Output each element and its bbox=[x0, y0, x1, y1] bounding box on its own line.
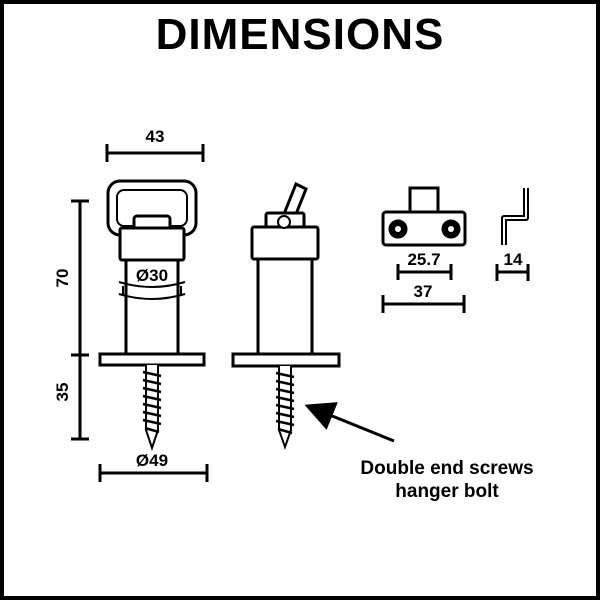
neck-body bbox=[124, 260, 180, 354]
label-base-diameter: Ø49 bbox=[136, 451, 168, 470]
base-flange bbox=[98, 352, 206, 367]
side-body bbox=[256, 259, 314, 354]
head-block bbox=[118, 226, 186, 262]
back-plate bbox=[381, 186, 467, 247]
dimension-plate-outer bbox=[381, 295, 466, 313]
side-view bbox=[231, 181, 341, 451]
callout-arrow bbox=[304, 402, 395, 443]
label-top-width: 43 bbox=[146, 127, 165, 146]
side-flange bbox=[231, 352, 341, 368]
front-view bbox=[98, 179, 206, 452]
dimension-plate-inner bbox=[396, 264, 453, 280]
label-neck-diameter: Ø30 bbox=[136, 266, 168, 285]
dimension-top-width bbox=[105, 144, 205, 162]
plate-body bbox=[381, 210, 467, 247]
z-bracket bbox=[501, 188, 529, 245]
dimension-height bbox=[71, 199, 89, 441]
label-plate-inner: 25.7 bbox=[407, 250, 440, 269]
dimension-bracket-width bbox=[495, 264, 530, 281]
side-head-block bbox=[250, 225, 320, 261]
neck-collar bbox=[118, 281, 186, 300]
callout-line2: hanger bolt bbox=[395, 481, 499, 502]
label-height-lower: 35 bbox=[53, 383, 72, 402]
side-screw-thread bbox=[275, 371, 295, 435]
screw-thread bbox=[142, 370, 162, 434]
page-title: DIMENSIONS bbox=[155, 10, 445, 59]
label-bracket-width: 14 bbox=[504, 250, 523, 269]
label-height-upper: 70 bbox=[53, 269, 72, 288]
callout-line1: Double end screws bbox=[360, 458, 533, 479]
label-plate-outer: 37 bbox=[414, 282, 433, 301]
dimension-base-diameter bbox=[98, 464, 209, 482]
